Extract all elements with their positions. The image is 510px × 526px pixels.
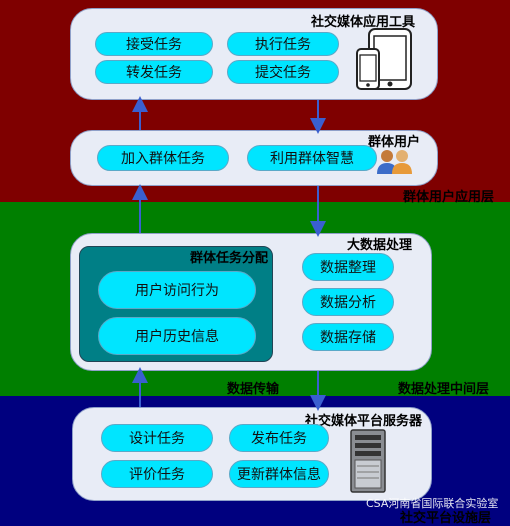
infrastructure-layer-label: 社交平台设施层 <box>400 511 492 526</box>
execute-task-button[interactable]: 执行任务 <box>227 32 339 56</box>
use-group-wisdom-button[interactable]: 利用群体智慧 <box>247 145 377 171</box>
user-history-item[interactable]: 用户历史信息 <box>98 317 256 355</box>
data-analysis-button[interactable]: 数据分析 <box>302 288 394 316</box>
data-transfer-label: 数据传输 <box>227 382 280 397</box>
design-task-button[interactable]: 设计任务 <box>101 424 213 452</box>
platform-server-panel: 社交媒体平台服务器 设计任务 发布任务 评价任务 更新群体信息 <box>72 407 432 501</box>
platform-server-title: 社交媒体平台服务器 <box>305 414 423 429</box>
task-allocation-box: 群体任务分配 用户访问行为 用户历史信息 <box>79 246 273 362</box>
update-group-info-button[interactable]: 更新群体信息 <box>229 460 329 488</box>
join-group-task-button[interactable]: 加入群体任务 <box>97 145 229 171</box>
publish-task-button[interactable]: 发布任务 <box>229 424 329 452</box>
evaluate-task-button[interactable]: 评价任务 <box>101 460 213 488</box>
user-access-behavior-item[interactable]: 用户访问行为 <box>98 271 256 309</box>
user-layer-label: 群体用户应用层 <box>403 190 495 205</box>
group-users-panel: 群体用户 加入群体任务 利用群体智慧 <box>70 130 438 186</box>
app-tools-title: 社交媒体应用工具 <box>311 15 416 30</box>
data-organize-button[interactable]: 数据整理 <box>302 253 394 281</box>
accept-task-button[interactable]: 接受任务 <box>95 32 213 56</box>
server-icon <box>350 429 386 493</box>
task-allocation-title: 群体任务分配 <box>190 251 269 266</box>
data-storage-button[interactable]: 数据存储 <box>302 323 394 351</box>
big-data-panel: 大数据处理 群体任务分配 用户访问行为 用户历史信息 数据整理 数据分析 数据存… <box>70 233 432 371</box>
users-icon <box>377 150 412 174</box>
app-tools-panel: 社交媒体应用工具 接受任务 执行任务 转发任务 提交任务 <box>70 8 438 100</box>
group-users-title: 群体用户 <box>368 135 421 150</box>
watermark: CSA河南省国际联合实验室 <box>366 497 499 510</box>
big-data-title: 大数据处理 <box>347 238 413 253</box>
forward-task-button[interactable]: 转发任务 <box>95 60 213 84</box>
tablet-phone-icon <box>356 28 412 90</box>
middle-layer-label: 数据处理中间层 <box>398 382 490 397</box>
submit-task-button[interactable]: 提交任务 <box>227 60 339 84</box>
